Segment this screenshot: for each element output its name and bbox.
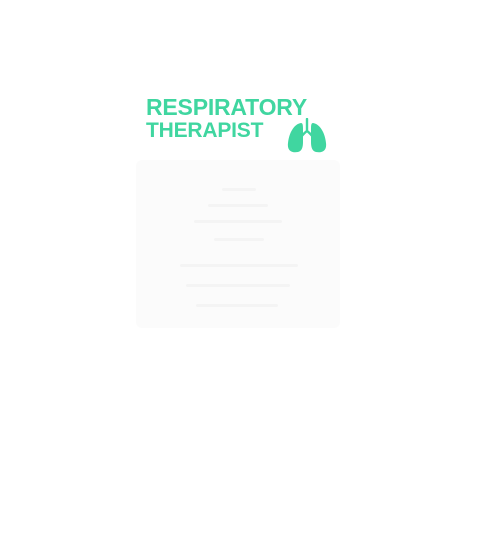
faint-background-panel	[136, 160, 340, 328]
lungs-icon	[287, 118, 327, 153]
shirt-design: RESPIRATORY THERAPIST	[136, 92, 340, 328]
design-title-line-2: THERAPIST	[146, 119, 264, 142]
design-title-line-1: RESPIRATORY	[146, 94, 307, 120]
